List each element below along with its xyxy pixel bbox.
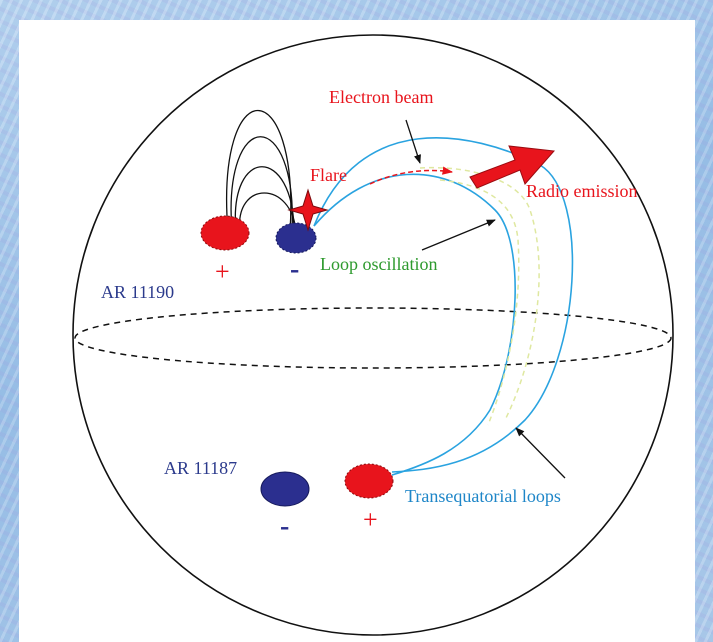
label-radio-emission: Radio emission — [526, 181, 638, 201]
sunspot-south-positive — [344, 463, 394, 499]
sunspot-south-negative — [260, 471, 310, 507]
transequatorial-pointer — [515, 427, 566, 479]
dashed-inner-loops — [419, 166, 540, 426]
polarity-north-positive: + — [215, 257, 230, 286]
label-ar-11187: AR 11187 — [164, 458, 237, 478]
sunspot-north-positive — [200, 215, 250, 251]
label-transequatorial-loops: Transequatorial loops — [405, 486, 561, 506]
flare-star-icon — [287, 188, 329, 232]
equator-line — [74, 307, 672, 369]
sunspot-north-negative — [275, 222, 317, 254]
radio-emission-arrow — [469, 145, 556, 189]
polarity-south-negative: - — [280, 511, 289, 542]
loop-oscillation-pointer — [421, 219, 496, 251]
label-flare: Flare — [310, 165, 347, 185]
polarity-north-negative: - — [290, 254, 299, 285]
diagram-panel — [19, 20, 695, 642]
electron-beam-path — [369, 166, 454, 185]
polarity-south-positive: + — [363, 505, 378, 534]
electron-beam-pointer — [405, 119, 421, 164]
label-ar-11190: AR 11190 — [101, 282, 174, 302]
transequatorial-loop-lines — [313, 137, 574, 476]
label-loop-oscillation: Loop oscillation — [320, 254, 437, 274]
label-electron-beam: Electron beam — [329, 87, 433, 107]
arcade-loops — [226, 110, 297, 233]
sun-sphere — [72, 34, 674, 636]
